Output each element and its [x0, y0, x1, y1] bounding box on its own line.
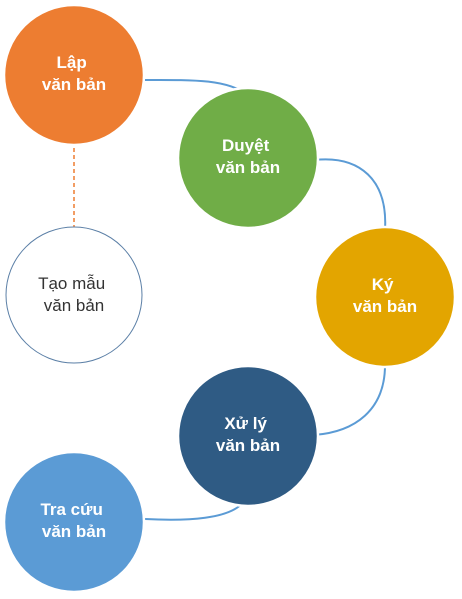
node-taomau-line-2: văn bản	[44, 296, 105, 315]
svg-text:Tra cứu văn bản: Tra cứu văn bản	[40, 500, 107, 541]
svg-text:Ký văn bản: Ký văn bản	[353, 275, 417, 316]
node-lap-van-ban: Lập văn bản	[2, 3, 146, 147]
node-tra-cuu-van-ban: Tra cứu văn bản	[2, 450, 146, 594]
node-duyet-line-1: Duyệt	[222, 136, 270, 155]
node-ky-line-2: văn bản	[353, 297, 417, 316]
node-xuly-line-2: văn bản	[216, 436, 280, 455]
node-tracuu-line-2: văn bản	[42, 522, 106, 541]
svg-text:Tạo mẫu văn bản: Tạo mẫu văn bản	[38, 274, 110, 315]
node-ky-line-1: Ký	[372, 275, 394, 294]
node-duyet-line-2: văn bản	[216, 158, 280, 177]
svg-text:Lập văn bản: Lập văn bản	[42, 53, 106, 94]
node-xuly-line-1: Xử lý	[224, 414, 267, 433]
node-xu-ly-van-ban: Xử lý văn bản	[176, 364, 320, 508]
connector-ky-xuly	[313, 364, 386, 436]
node-ky-van-ban: Ký văn bản	[313, 225, 457, 369]
svg-text:Xử lý văn bản: Xử lý văn bản	[216, 414, 280, 455]
svg-text:Duyệt văn bản: Duyệt văn bản	[216, 136, 280, 177]
node-tao-mau-van-ban: Tạo mẫu văn bản	[5, 226, 143, 364]
node-lap-line-1: Lập	[57, 53, 87, 72]
node-tracuu-line-1: Tra cứu	[40, 500, 102, 519]
node-taomau-line-1: Tạo mẫu	[38, 274, 105, 293]
node-duyet-van-ban: Duyệt văn bản	[176, 86, 320, 230]
connector-duyet-ky	[313, 158, 387, 231]
node-lap-line-2: văn bản	[42, 75, 106, 94]
